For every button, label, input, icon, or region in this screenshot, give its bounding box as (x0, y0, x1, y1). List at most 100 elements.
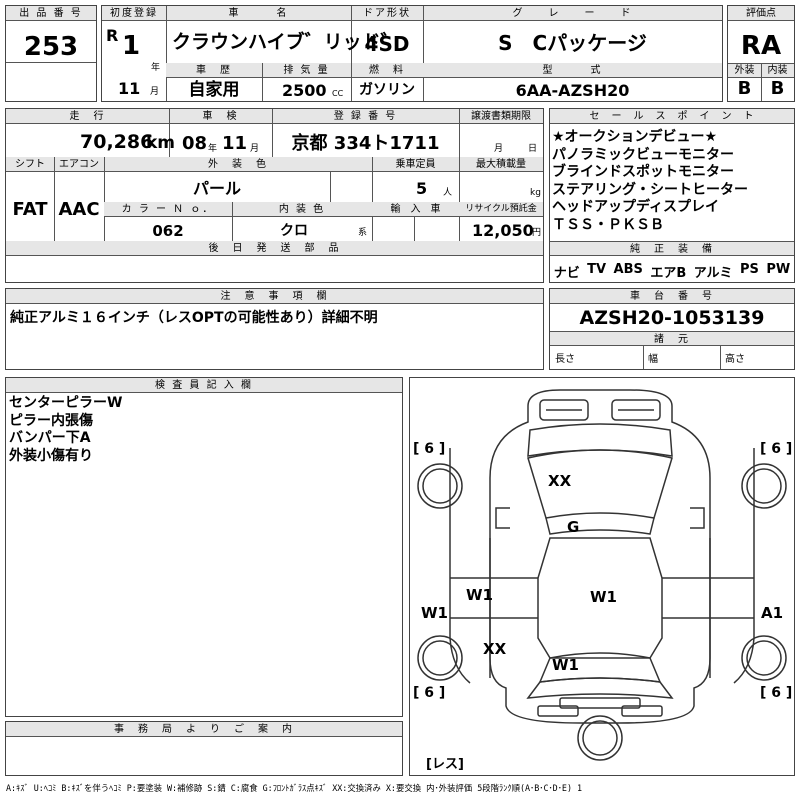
cc-unit: CC (332, 89, 344, 98)
sales-point-list: ★オークションデビュー★ パノラミックビューモニター ブラインドスポットモニター… (552, 130, 748, 235)
grade: S Cパッケージ (498, 31, 647, 55)
shift-header: シフト (6, 157, 54, 172)
sales-point-item: ＴＳＳ・ＰＫＳＢ (552, 216, 664, 233)
car-diagram (417, 389, 787, 761)
car-diagram-box: [ 6 ] [ 6 ] [ 6 ] [ 6 ] XX G W1 W1 W1 A1… (409, 377, 795, 776)
equipment-item: ナビ (553, 266, 580, 281)
mileage-header: 走 行 (6, 109, 169, 124)
mark-center: W1 (590, 588, 617, 606)
equipment-item: PS (740, 262, 759, 277)
length-label: 長さ (555, 354, 575, 365)
import-header: 輸 入 車 (372, 202, 459, 217)
yen-unit: 円 (532, 228, 542, 238)
mark-trunk: W1 (552, 656, 579, 674)
first-reg-header: 初度登録 (102, 6, 166, 21)
reg-no: 京都 334ト1711 (291, 133, 440, 154)
inspector-note: センターピラーW (9, 395, 123, 411)
fuel-header: 燃 料 (351, 63, 423, 78)
mark-front-door: W1 (466, 586, 493, 604)
inspector-note: 外装小傷有り (9, 447, 93, 464)
grade-header: グ レ ー ド (423, 6, 722, 21)
sales-point-box: セ ー ル ス ポ イ ン ト ★オークションデビュー★ パノラミックビューモニ… (549, 108, 795, 283)
door-type-header: ドア形状 (351, 6, 423, 21)
person-unit: 人 (443, 188, 453, 198)
mark-left-pillar: W1 (421, 604, 448, 622)
equipment-item: PW (766, 262, 791, 277)
inspection-month: 11 (222, 133, 248, 154)
capacity-header: 乗車定員 (372, 157, 459, 172)
insp-month-unit: 月 (250, 144, 260, 154)
equipment-item: ABS (613, 262, 643, 277)
sales-point-item: パノラミックビューモニター (552, 146, 734, 163)
rating-box: 評価点 RA 外装 内装 B B (727, 5, 795, 102)
equipment-item: TV (587, 262, 607, 277)
exterior-header: 外装 (728, 63, 761, 78)
rating-header: 評価点 (728, 6, 794, 21)
main-spec-box: 初度登録 車 名 ドア形状 グ レ ー ド R 1 年 11 月 クラウンハイブ… (101, 5, 723, 102)
mark-windshield: G (567, 518, 580, 536)
recycle-fee: 12,050 (472, 221, 534, 240)
office-box: 事 務 局 よ り ご 案 内 (5, 721, 403, 776)
notes-text: 純正アルミ１６インチ（レスOPTの可能性あり）詳細不明 (10, 310, 378, 326)
tire-front-right-depth: [ 6 ] (760, 441, 793, 457)
sales-point-item: ★オークションデビュー★ (552, 129, 718, 145)
genuine-equip-header: 純 正 装 備 (550, 241, 794, 256)
ext-color: パール (192, 179, 241, 198)
dimensions-header: 諸 元 (550, 331, 794, 346)
car-name-header: 車 名 (166, 6, 351, 21)
car-name: クラウンハイブ゛リッド゛ (172, 31, 400, 53)
transfer-header: 譲渡書類期限 (459, 109, 543, 124)
year-unit: 年 (151, 63, 161, 73)
displacement: 2500 (282, 81, 327, 100)
lot-number: 253 (23, 32, 79, 62)
chassis-header: 車 台 番 号 (550, 289, 794, 304)
height-label: 高さ (725, 354, 745, 365)
history-header: 車 歴 (166, 63, 262, 78)
exterior-score: B (737, 78, 752, 99)
transfer-day-unit: 日 (528, 144, 538, 154)
later-parts-header: 後 日 発 送 部 品 (6, 241, 543, 256)
notes-header: 注 意 事 項 欄 (6, 289, 543, 304)
detail-box: 走 行 車 検 登 録 番 号 譲渡書類期限 70,286 km 08 年 11… (5, 108, 544, 283)
transfer-month-unit: 月 (494, 144, 504, 154)
inspector-box: 検 査 員 記 入 欄 センターピラーW ピラー内張傷 バンパー下A 外装小傷有… (5, 377, 403, 717)
tire-front-left-depth: [ 6 ] (413, 441, 446, 457)
office-header: 事 務 局 よ り ご 案 内 (6, 722, 402, 737)
sales-point-item: ブラインドスポットモニター (552, 164, 734, 180)
spare-tire: [レス] (426, 757, 464, 772)
model-header: 型 式 (423, 63, 722, 78)
sales-point-item: ヘッドアップディスプレイ (552, 199, 720, 215)
door-type: 4SD (364, 32, 410, 56)
capacity: 5 (416, 179, 428, 198)
inspector-note: バンパー下A (9, 430, 91, 446)
km-unit: km (146, 133, 176, 153)
shift: FAT (12, 199, 48, 220)
history: 自家用 (188, 80, 240, 100)
int-color-header: 内 装 色 (232, 202, 372, 217)
inspector-header: 検 査 員 記 入 欄 (6, 378, 402, 393)
ext-color-header: 外 装 色 (104, 157, 372, 172)
lot-number-header: 出 品 番 号 (6, 6, 96, 21)
legend: A:ｷｽﾞ U:ﾍｺﾐ B:ｷｽﾞを伴うﾍｺﾐ P:要塗装 W:補修跡 S:錆 … (6, 783, 583, 793)
mark-right-fender: A1 (761, 604, 784, 622)
displacement-header: 排 気 量 (262, 63, 351, 78)
tire-rear-right-depth: [ 6 ] (760, 685, 793, 701)
aircon: AAC (58, 199, 100, 220)
interior-score: B (770, 78, 785, 99)
lot-number-box: 出 品 番 号 253 (5, 5, 97, 102)
inspector-notes: センターピラーW ピラー内張傷 バンパー下A 外装小傷有り (9, 396, 122, 466)
tire-rear-left-depth: [ 6 ] (413, 685, 446, 701)
equipment-item: アルミ (693, 266, 733, 281)
inspector-note: ピラー内張傷 (9, 412, 93, 429)
mark-rear-door: XX (483, 640, 507, 658)
era: R (106, 26, 119, 45)
sales-point-item: ステアリング・シートヒーター (552, 181, 748, 198)
equipment-list: ナビ TV ABS エアB アルミ PS PW (550, 262, 794, 281)
month-unit: 月 (150, 87, 160, 97)
width-label: 幅 (648, 354, 658, 365)
reg-no-header: 登 録 番 号 (272, 109, 459, 124)
aircon-header: エアコン (54, 157, 104, 172)
rating: RA (740, 31, 782, 61)
interior-header: 内装 (761, 63, 794, 78)
model: 6AA-AZSH20 (515, 81, 630, 100)
